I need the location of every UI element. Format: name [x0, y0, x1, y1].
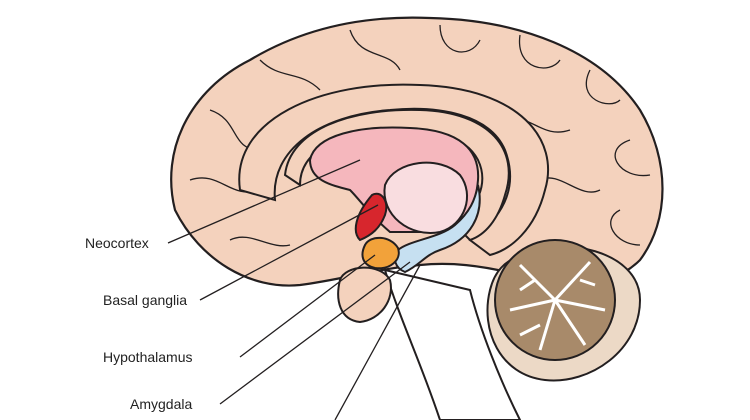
- leader-lines: [167, 159, 421, 420]
- basal-ganglia: [354, 192, 388, 242]
- label-neocortex: Neocortex: [85, 235, 149, 251]
- pituitary: [337, 266, 392, 324]
- cerebellum: [486, 239, 642, 382]
- label-basal-ganglia: Basal ganglia: [103, 292, 187, 308]
- brainstem: [383, 268, 522, 420]
- amygdala: [393, 184, 481, 274]
- thalamus: [383, 161, 469, 234]
- gyri-lines: [189, 24, 651, 247]
- label-hypothalamus: Hypothalamus: [103, 349, 193, 365]
- hypothalamus: [361, 236, 400, 270]
- label-amygdala: Amygdala: [130, 396, 192, 412]
